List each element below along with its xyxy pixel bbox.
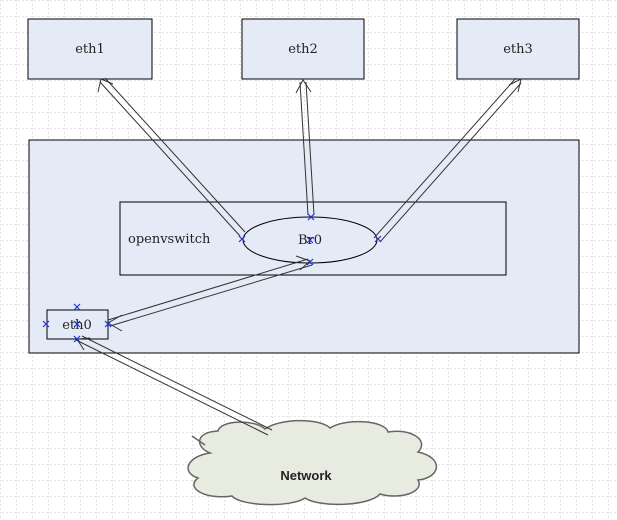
selection-handles bbox=[42, 213, 382, 343]
eth2-bridge-connector bbox=[295, 79, 315, 216]
connectors bbox=[75, 77, 522, 436]
eth2-node[interactable]: eth2 bbox=[241, 18, 365, 80]
openvswitch-label: openvswitch bbox=[128, 232, 211, 247]
eth1-node[interactable]: eth1 bbox=[27, 18, 153, 80]
eth2-label: eth2 bbox=[288, 42, 318, 57]
eth3-label: eth3 bbox=[503, 42, 533, 57]
eth3-bridge-connector bbox=[373, 77, 522, 243]
network-cloud[interactable]: Network bbox=[187, 419, 438, 506]
eth1-label: eth1 bbox=[75, 42, 105, 57]
network-label: Network bbox=[280, 468, 332, 483]
host-nic-label: eth0 bbox=[62, 318, 92, 333]
eth1-bridge-connector bbox=[97, 77, 246, 237]
bridge-hostnic-connector bbox=[106, 255, 313, 332]
eth3-node[interactable]: eth3 bbox=[456, 18, 580, 80]
